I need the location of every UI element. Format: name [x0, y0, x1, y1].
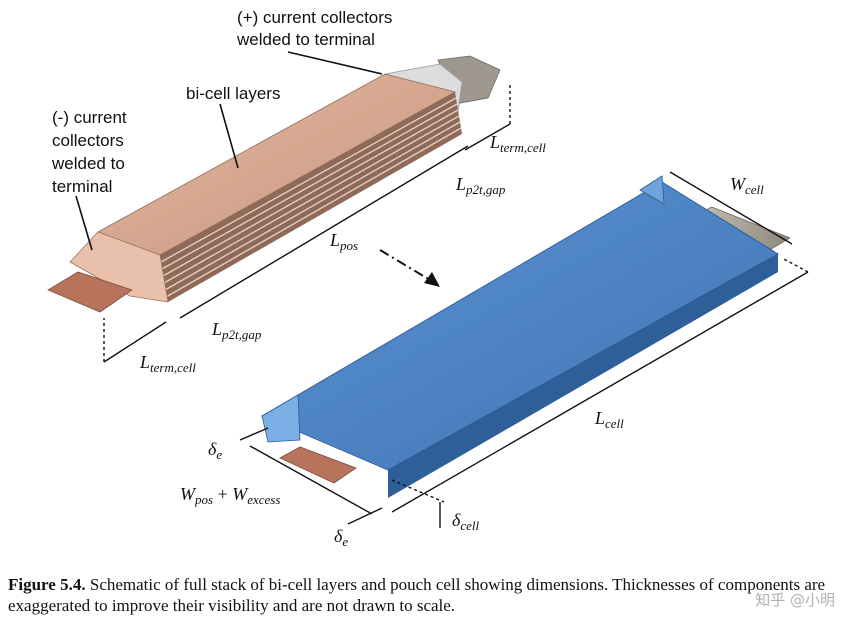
transition-arrow — [379, 249, 440, 287]
pouch-cell-schematic: (+) current collectors welded to termina… — [47, 8, 809, 549]
caption-text: Schematic of full stack of bi-cell layer… — [8, 575, 826, 615]
label-neg-collectors-1: (-) current — [52, 108, 127, 127]
dim-l-term-top: Lterm,cell — [489, 132, 546, 155]
dim-l-p2t-top: Lp2t,gap — [455, 174, 506, 197]
caption-label: Figure 5.4. — [8, 575, 86, 594]
dim-w-cell: Wcell — [730, 174, 764, 197]
label-bicell-layers: bi-cell layers — [186, 84, 280, 103]
leader-lines — [75, 51, 383, 251]
label-pos-collectors-2: welded to terminal — [236, 30, 375, 49]
pouch-back-flap — [639, 175, 665, 205]
dim-w-pos-excess: Wpos + Wexcess — [180, 484, 280, 507]
label-neg-collectors-4: terminal — [52, 177, 112, 196]
label-pos-collectors-1: (+) current collectors — [237, 8, 392, 27]
negative-terminal-tab — [47, 271, 133, 313]
dim-delta-e-top: δe — [208, 439, 222, 462]
pouch-negative-terminal — [279, 446, 357, 484]
stack-layer-lines — [160, 97, 462, 298]
pouch-side-face — [388, 254, 778, 498]
bicell-stack — [47, 55, 501, 313]
figure-caption: Figure 5.4. Schematic of full stack of b… — [8, 574, 858, 616]
dim-l-cell: Lcell — [594, 408, 624, 431]
watermark: 知乎 @小明 — [755, 591, 835, 609]
dim-l-pos: Lpos — [329, 230, 358, 253]
dimension-lines — [103, 84, 809, 528]
pouch-top-face — [261, 181, 779, 471]
dim-l-term-bottom: Lterm,cell — [139, 352, 196, 375]
pouch-front-flap — [261, 394, 301, 443]
dim-l-p2t-bottom: Lp2t,gap — [211, 319, 262, 342]
dim-delta-cell: δcell — [452, 510, 480, 533]
label-neg-collectors-2: collectors — [52, 131, 124, 150]
dim-delta-e-bottom: δe — [334, 526, 348, 549]
label-neg-collectors-3: welded to — [51, 154, 125, 173]
pouch-cell — [261, 175, 791, 498]
